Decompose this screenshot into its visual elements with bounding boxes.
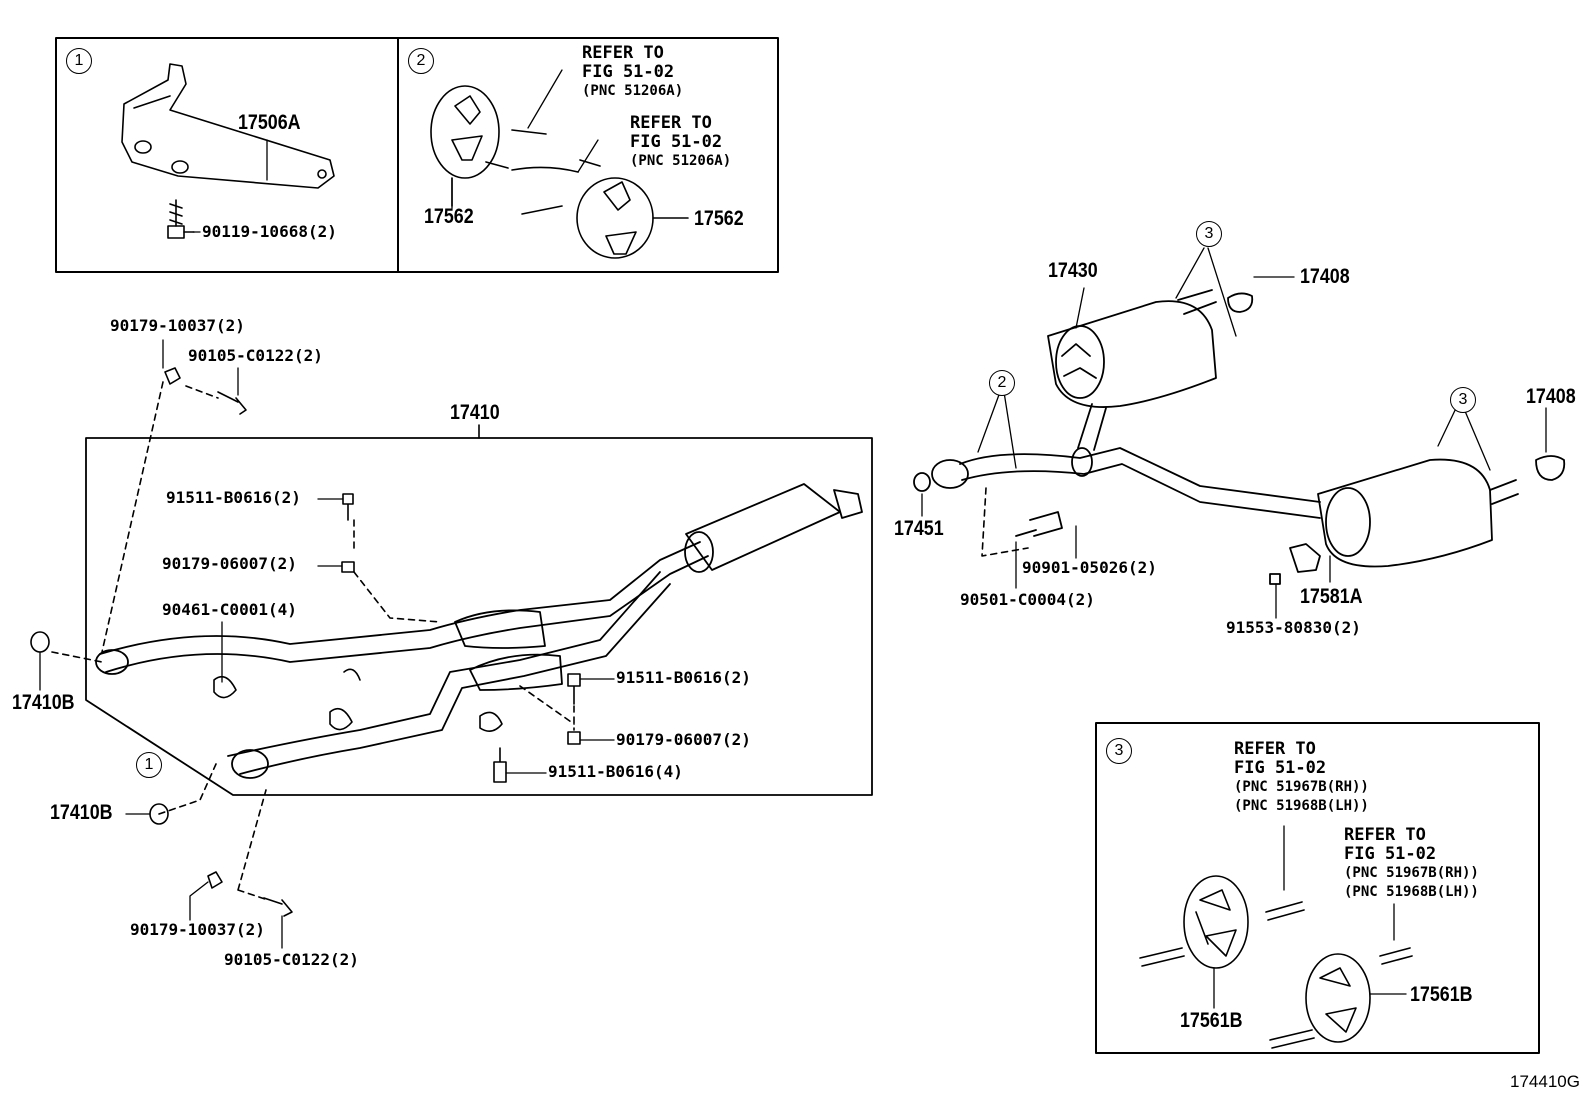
rear-muffler-lower-drawing: [1015, 455, 1566, 585]
refer-note-c: REFER TO FIG 51-02 (PNC 51967B(RH)) (PNC…: [1234, 740, 1369, 816]
front-y-pipe-drawing: [95, 483, 863, 779]
refer-a-line1: REFER TO: [582, 43, 664, 63]
label-17408-lower: 17408: [1526, 385, 1576, 408]
leader-lines: [39, 139, 1547, 1009]
label-17562-left: 17562: [424, 205, 474, 228]
callout-1-front: 1: [136, 752, 162, 778]
refer-note-a: REFER TO FIG 51-02 (PNC 51206A): [582, 44, 683, 101]
callout-3-rear-upper: 3: [1196, 221, 1222, 247]
label-90119-10668: 90119-10668(2): [202, 222, 337, 241]
refer-note-d: REFER TO FIG 51-02 (PNC 51967B(RH)) (PNC…: [1344, 826, 1479, 902]
label-91553-80830: 91553-80830(2): [1226, 618, 1361, 637]
refer-a-line3: (PNC 51206A): [582, 83, 684, 99]
label-90179-06007-a: 90179-06007(2): [162, 554, 297, 573]
label-90105-c0122-bottom: 90105-C0122(2): [224, 950, 359, 969]
label-17451: 17451: [894, 517, 944, 540]
label-90461-c0001: 90461-C0001(4): [162, 600, 297, 619]
refer-d-line2: FIG 51-02: [1344, 844, 1437, 864]
refer-a-line2: FIG 51-02: [582, 62, 675, 82]
bracket-17506a-drawing: [121, 63, 335, 239]
hanger-17561b-left-drawing: [1139, 875, 1305, 969]
hanger-17562-right-drawing: [576, 177, 689, 259]
callout-1-inset: 1: [66, 48, 92, 74]
refer-c-line2: FIG 51-02: [1234, 758, 1327, 778]
label-91511-b0616-b: 91511-B0616(2): [616, 668, 751, 687]
label-90105-c0122-top: 90105-C0122(2): [188, 346, 323, 365]
label-90179-10037-bottom: 90179-10037(2): [130, 920, 265, 939]
callout-2-inset: 2: [408, 48, 434, 74]
inset-2-box: [397, 37, 779, 273]
refer-c-line4: (PNC 51968B(LH)): [1234, 798, 1369, 814]
callout-2-rear: 2: [989, 370, 1015, 396]
front-fasteners-drawing: [30, 367, 581, 917]
callout-3-inset: 3: [1106, 738, 1132, 764]
refer-c-line1: REFER TO: [1234, 739, 1316, 759]
label-17561b-right: 17561B: [1410, 983, 1473, 1006]
refer-d-line3: (PNC 51967B(RH)): [1344, 865, 1479, 881]
front-pipe-frame: [85, 437, 873, 796]
inset-3-box: [1095, 722, 1540, 1054]
label-17581a: 17581A: [1300, 585, 1363, 608]
label-17410: 17410: [450, 401, 500, 424]
label-90501-c0004: 90501-C0004(2): [960, 590, 1095, 609]
hanger-17561b-right-drawing: [1269, 947, 1413, 1049]
refer-b-line1: REFER TO: [630, 113, 712, 133]
label-17410b-upper: 17410B: [12, 691, 75, 714]
label-91511-b0616-a: 91511-B0616(2): [166, 488, 301, 507]
label-17410b-lower: 17410B: [50, 801, 113, 824]
label-90179-06007-b: 90179-06007(2): [616, 730, 751, 749]
label-17562-right: 17562: [694, 207, 744, 230]
rear-muffler-upper-drawing: [1047, 289, 1254, 408]
refer-d-line4: (PNC 51968B(LH)): [1344, 884, 1479, 900]
label-17561b-left: 17561B: [1180, 1009, 1243, 1032]
callout-3-rear-lower: 3: [1450, 387, 1476, 413]
refer-b-line3: (PNC 51206A): [630, 153, 732, 169]
label-91511-b0616-c: 91511-B0616(4): [548, 762, 683, 781]
refer-c-line3: (PNC 51967B(RH)): [1234, 779, 1369, 795]
refer-note-b: REFER TO FIG 51-02 (PNC 51206A): [630, 114, 731, 171]
inset2-rods: [485, 129, 601, 215]
label-17506a: 17506A: [238, 111, 301, 134]
label-90179-10037-top: 90179-10037(2): [110, 316, 245, 335]
figure-id: 174410G: [1510, 1072, 1580, 1091]
label-17408-upper: 17408: [1300, 265, 1350, 288]
hanger-17562-left-drawing: [430, 85, 500, 207]
rear-pipe-drawing: [913, 403, 1321, 519]
dashed-leaders: [51, 381, 1029, 901]
refer-d-line1: REFER TO: [1344, 825, 1426, 845]
label-17430: 17430: [1048, 259, 1098, 282]
label-90901-05026: 90901-05026(2): [1022, 558, 1157, 577]
refer-b-line2: FIG 51-02: [630, 132, 723, 152]
